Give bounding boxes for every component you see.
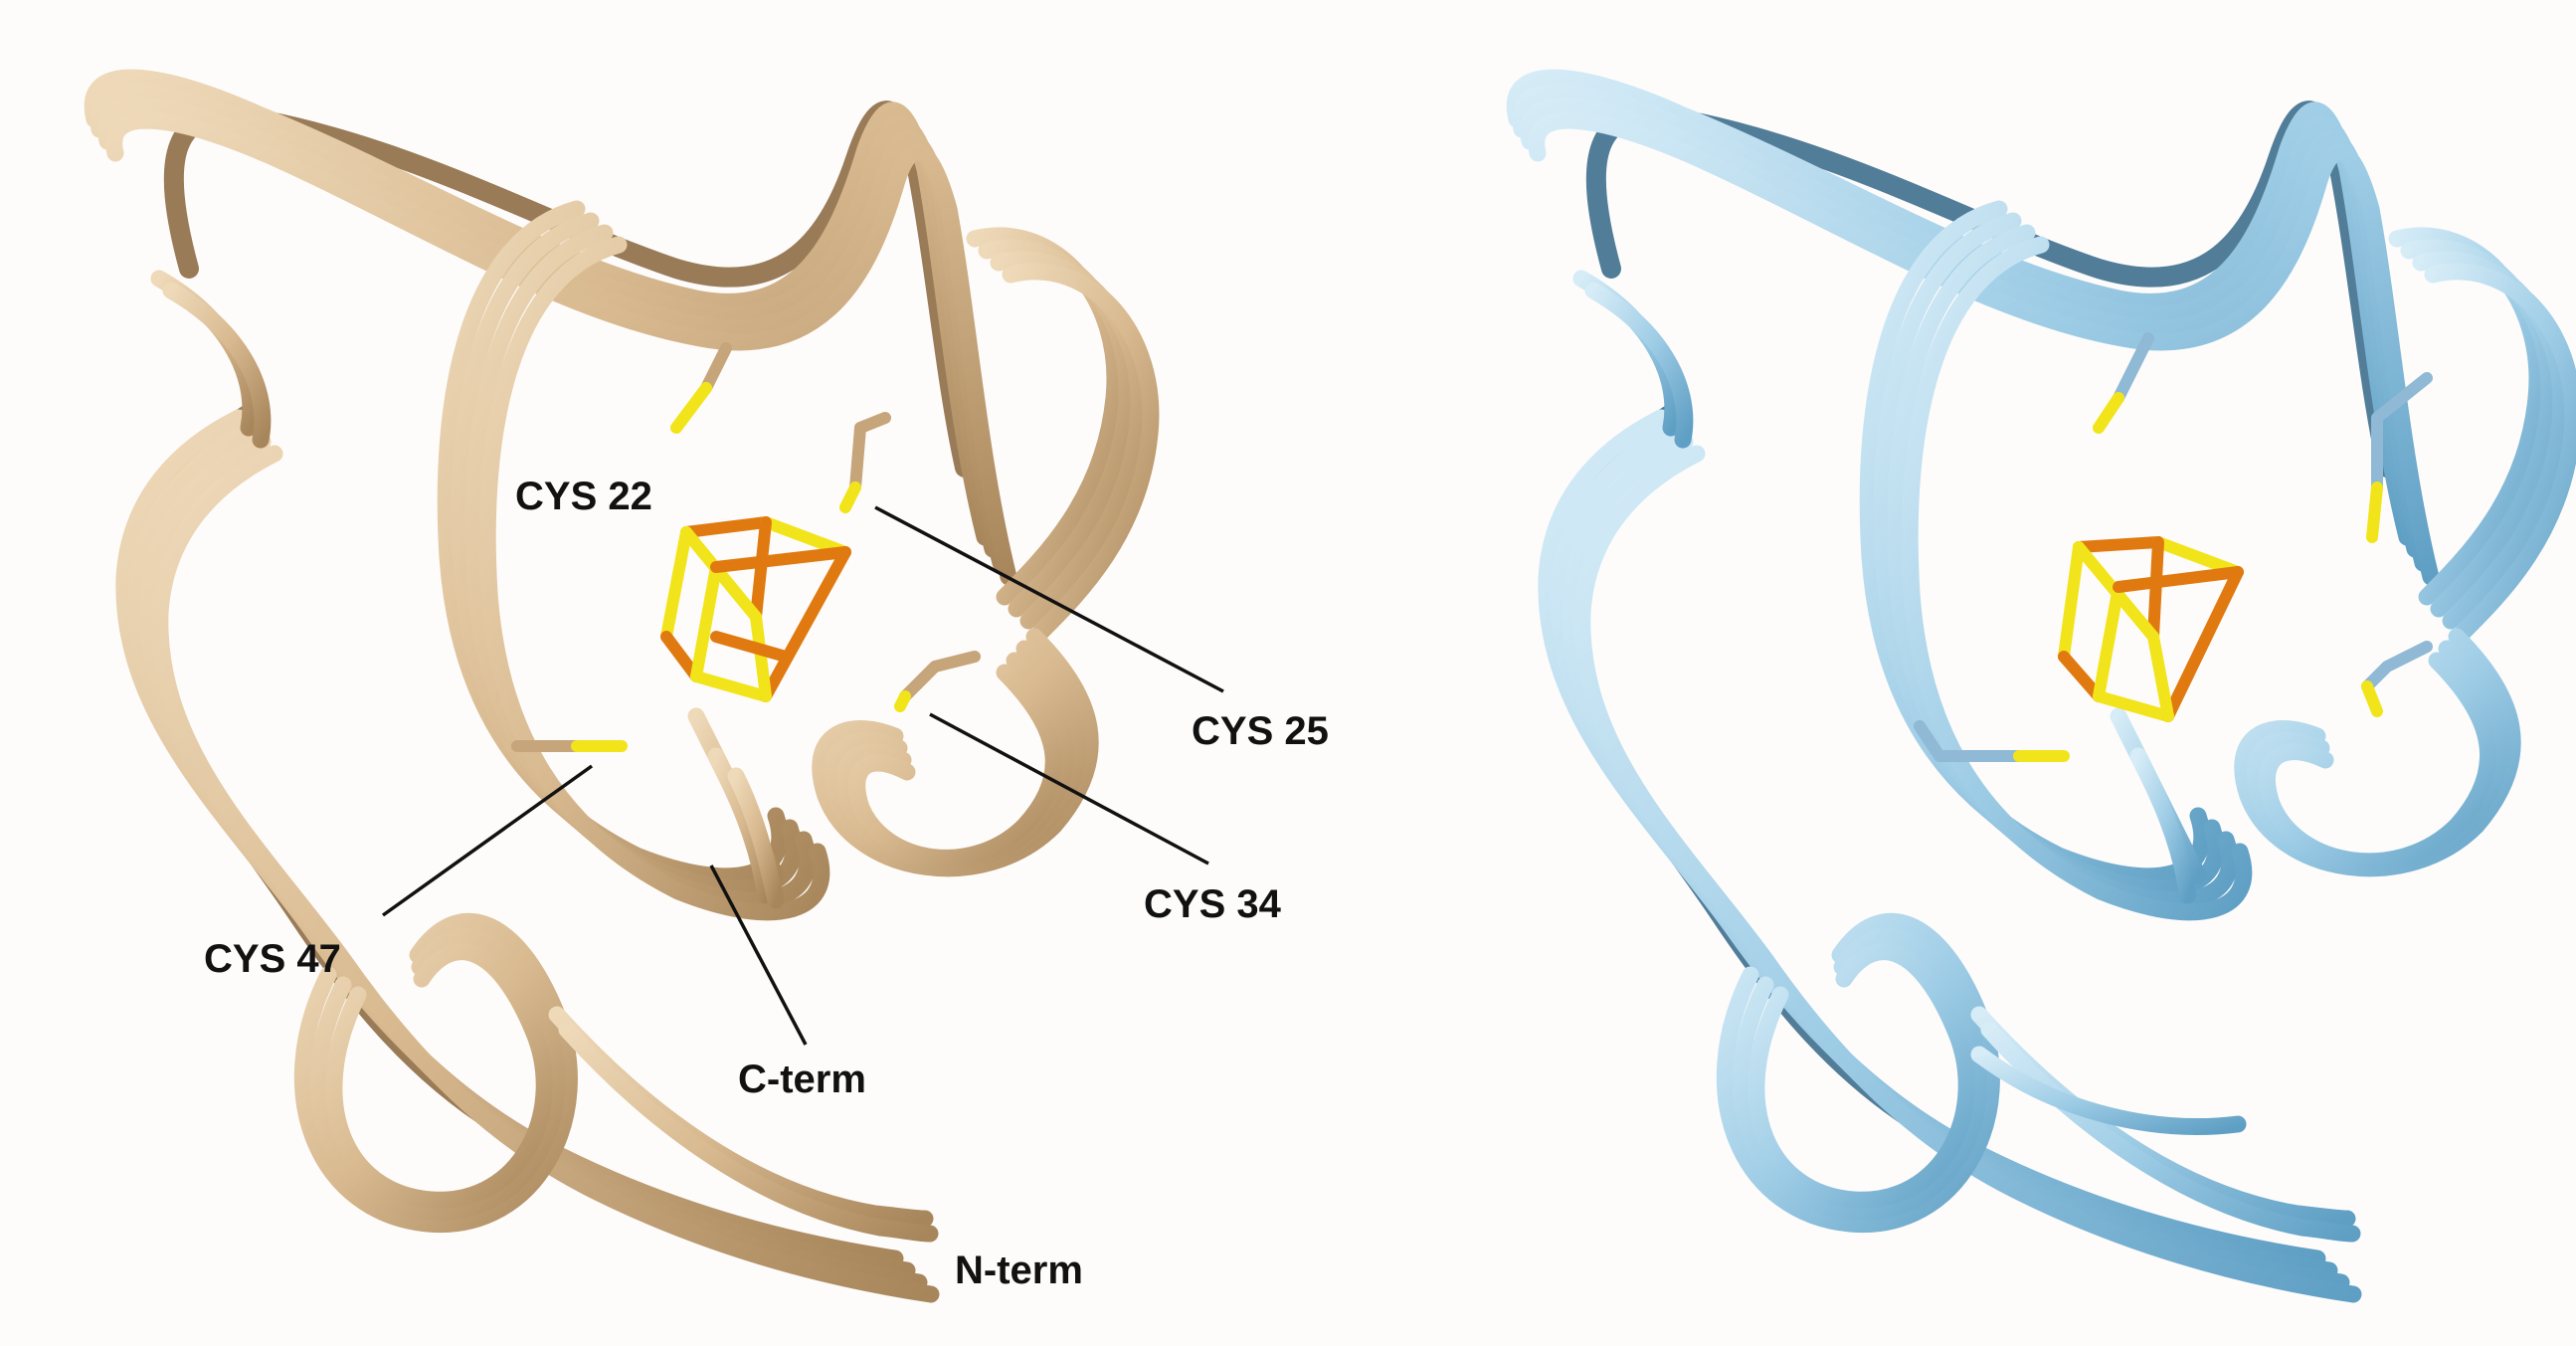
right-protein-ensemble	[1506, 69, 2576, 1303]
label-nterm: N-term	[955, 1249, 1083, 1292]
leader-cys34	[929, 712, 1209, 865]
label-cys34: CYS 34	[1144, 882, 1282, 926]
left-protein-ensemble: CYS 22 CYS 25 CYS 34 CYS 47 C-term N-ter…	[84, 69, 1329, 1303]
right-iron-sulfur-cluster	[2058, 536, 2244, 722]
leader-cys47	[381, 764, 594, 917]
left-iron-sulfur-cluster	[660, 516, 851, 702]
leader-cys25	[874, 505, 1224, 693]
leader-cterm	[709, 865, 808, 1046]
label-cys47: CYS 47	[204, 937, 341, 981]
label-cys22: CYS 22	[515, 475, 652, 518]
label-cys25: CYS 25	[1192, 709, 1329, 753]
label-cterm: C-term	[738, 1058, 866, 1101]
